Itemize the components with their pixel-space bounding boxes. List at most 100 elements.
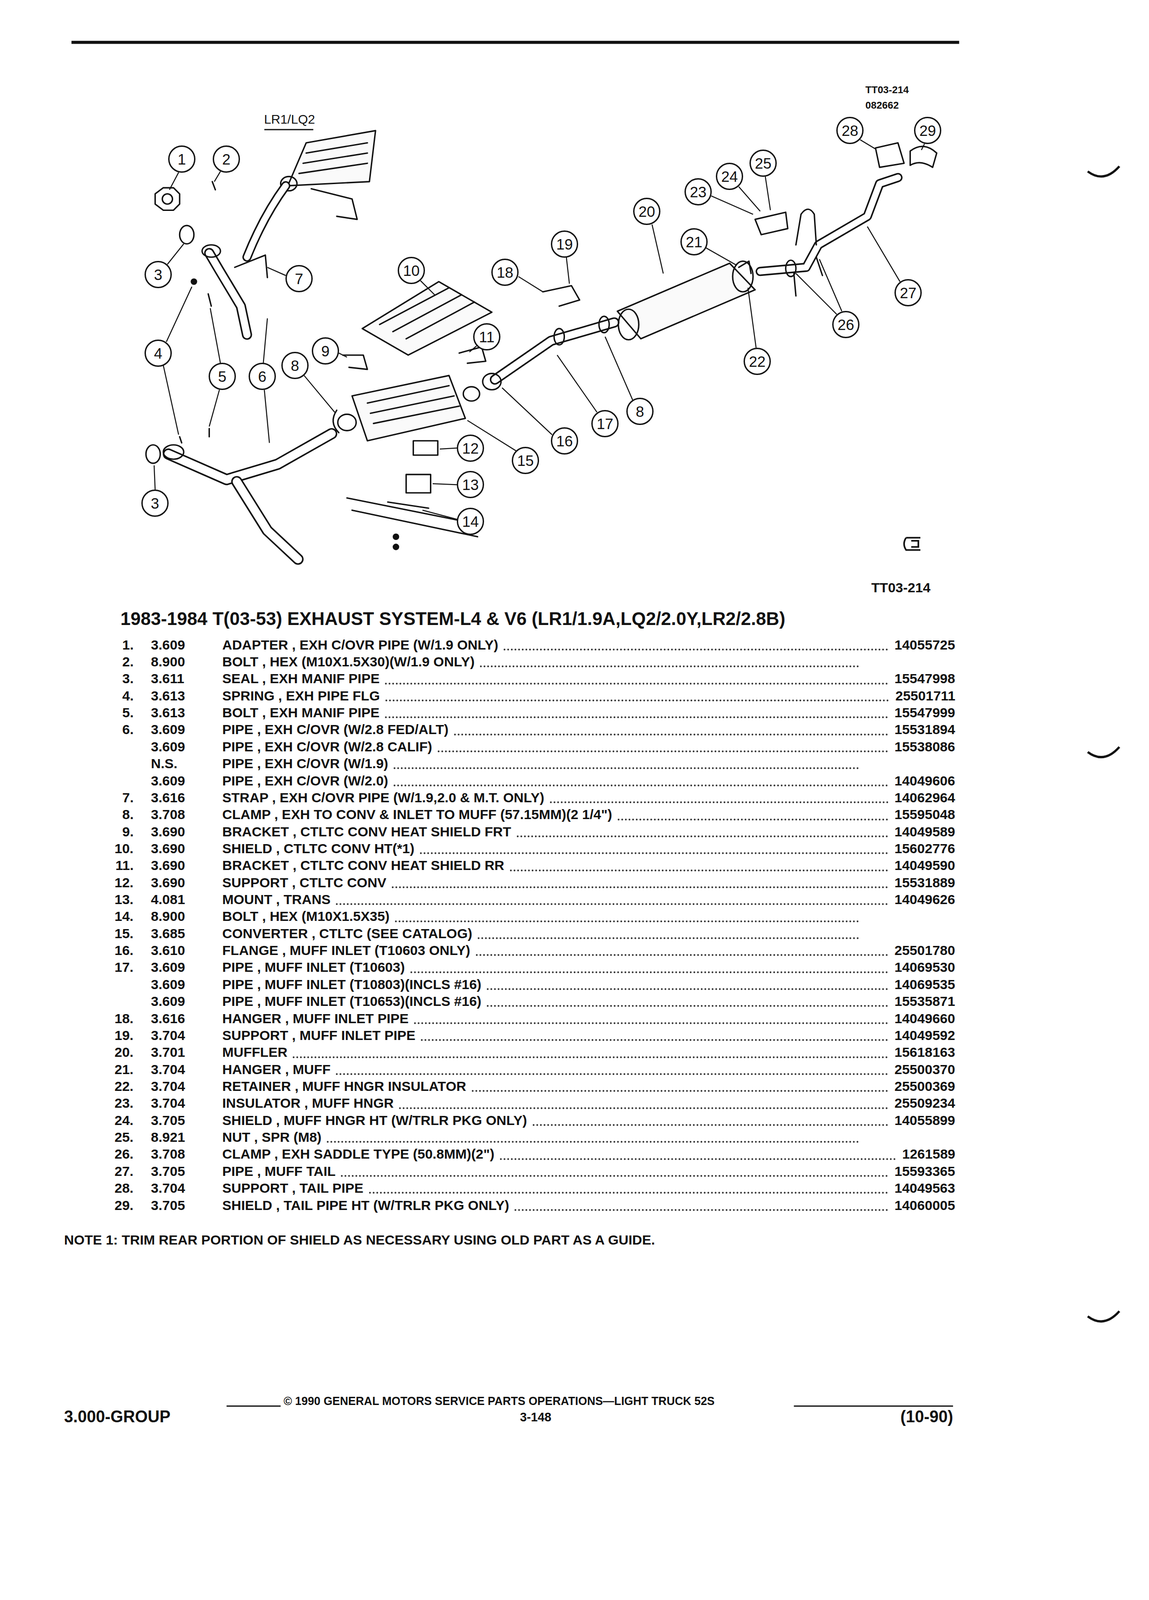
part-number: 25501711 [895, 688, 956, 705]
group-number: 3.613 [150, 688, 185, 705]
copyright-line: © 1990 GENERAL MOTORS SERVICE PARTS OPER… [283, 1394, 715, 1408]
callout-number: 28 [841, 123, 859, 139]
dot-leader [391, 886, 889, 889]
item-number: 25. [114, 1129, 134, 1146]
callout-circle: 9 [311, 337, 340, 365]
leader-lines [154, 139, 925, 520]
group-number: 3.704 [150, 1180, 185, 1197]
part-description: PIPE , EXH C/OVR (W/2.8 FED/ALT) [222, 721, 449, 738]
callout-circle: 23 [684, 178, 712, 206]
part-description: BRACKET , CTLTC CONV HEAT SHIELD RR [222, 857, 505, 874]
part-number: 14062964 [894, 789, 955, 806]
group-number: 3.609 [150, 721, 185, 738]
part-description: SHIELD , MUFF HNGR HT (W/TRLR PKG ONLY) [222, 1112, 528, 1129]
group-number: 3.609 [150, 959, 185, 976]
part-number: 14049606 [894, 773, 955, 790]
part-description: PIPE , MUFF INLET (T10603) [222, 959, 405, 976]
group-number: 3.705 [150, 1197, 185, 1214]
figure-id: TT03-214 [865, 84, 909, 96]
callout-number: 29 [919, 123, 937, 139]
item-number: 22. [114, 1078, 134, 1095]
part-description: PIPE , MUFF INLET (T10803)(INCLS #16) [222, 976, 482, 993]
item-number: 27. [114, 1163, 134, 1180]
callout-number: 16 [556, 433, 574, 449]
part-number: 14069530 [894, 959, 955, 976]
dot-leader [419, 852, 889, 855]
callout-circle: 25 [749, 149, 777, 177]
revision-date: (10-90) [900, 1407, 954, 1426]
part-number: 25509234 [894, 1095, 955, 1112]
group-number: 3.704 [150, 1095, 185, 1112]
callout-circle: 3 [144, 260, 172, 289]
callout-number: 22 [749, 354, 766, 370]
group-number: 3.705 [150, 1112, 185, 1129]
part-description: BRACKET , CTLTC CONV HEAT SHIELD FRT [222, 824, 512, 840]
part-number: 15535871 [894, 993, 955, 1010]
callout-number: 15 [517, 453, 535, 469]
callout-number: 1 [177, 151, 186, 167]
callout-circle: 28 [836, 116, 864, 145]
dot-leader [420, 1039, 889, 1041]
group-number: 3.690 [150, 840, 185, 857]
figure-number: 082662 [865, 99, 899, 111]
callout-circle: 11 [473, 323, 501, 351]
group-number: 4.081 [150, 891, 185, 908]
part-description: ADAPTER , EXH C/OVR PIPE (W/1.9 ONLY) [222, 637, 499, 654]
item-number: 14. [114, 908, 134, 925]
dot-leader [437, 750, 889, 753]
callout-circle: 27 [894, 279, 922, 307]
dot-leader [369, 1191, 889, 1194]
callout-number: 6 [258, 369, 267, 385]
item-number: 11. [115, 857, 134, 874]
group-number: 3.616 [150, 789, 185, 806]
dot-leader [503, 648, 889, 651]
callout-number: 10 [403, 263, 420, 279]
dot-leader [414, 1022, 889, 1025]
callout-number: 8 [290, 358, 300, 374]
dot-leader [532, 1124, 889, 1126]
dot-leader [335, 903, 889, 905]
part-description: CLAMP , EXH SADDLE TYPE (50.8MM)(2") [222, 1146, 495, 1163]
part-description: BOLT , HEX (M10X1.5X35) [222, 908, 390, 925]
underline [264, 129, 314, 131]
callout-circle: 18 [491, 258, 519, 286]
callout-number: 21 [685, 234, 703, 250]
part-description: CLAMP , EXH TO CONV & INLET TO MUFF (57.… [222, 806, 613, 823]
dot-leader [514, 1208, 889, 1211]
dot-leader [292, 1056, 889, 1059]
dot-leader [393, 767, 860, 770]
item-number: 1. [122, 637, 134, 654]
item-number: 3. [122, 670, 134, 687]
callout-circle: 21 [680, 228, 708, 256]
figure-id: TT03-214 [871, 579, 931, 596]
dot-leader [479, 665, 860, 668]
part-number: 14049626 [894, 891, 955, 908]
group-number: 3.701 [150, 1044, 185, 1061]
part-description: HANGER , MUFF INLET PIPE [222, 1010, 409, 1027]
callout-number: 3 [154, 267, 163, 283]
part-number: 14049660 [894, 1010, 955, 1027]
dot-leader [477, 937, 860, 940]
part-description: SUPPORT , MUFF INLET PIPE [222, 1027, 416, 1044]
group-number: 8.900 [150, 908, 185, 925]
item-number: 24. [114, 1112, 134, 1129]
dot-leader [410, 971, 889, 974]
part-number: 14055725 [894, 637, 955, 654]
part-number: 15618163 [894, 1044, 955, 1061]
dot-leader [335, 1073, 889, 1075]
callout-circle: 13 [456, 470, 485, 499]
callout-circle: 20 [633, 197, 661, 225]
item-number: 19. [114, 1027, 134, 1044]
part-description: SPRING , EXH PIPE FLG [222, 688, 380, 705]
part-number: 15595048 [894, 806, 955, 823]
callout-circle: 3 [141, 489, 169, 517]
part-description: NUT , SPR (M8) [222, 1129, 322, 1146]
group-number: 3.609 [150, 637, 185, 654]
dot-leader [516, 835, 889, 838]
top-rule [71, 40, 960, 45]
item-number: 17. [114, 959, 134, 976]
part-description: STRAP , EXH C/OVR PIPE (W/1.9,2.0 & M.T.… [222, 789, 545, 806]
group-number: 3.708 [150, 1146, 185, 1163]
part-description: PIPE , MUFF INLET (T10653)(INCLS #16) [222, 993, 482, 1010]
part-description: PIPE , EXH C/OVR (W/1.9) [222, 755, 389, 772]
